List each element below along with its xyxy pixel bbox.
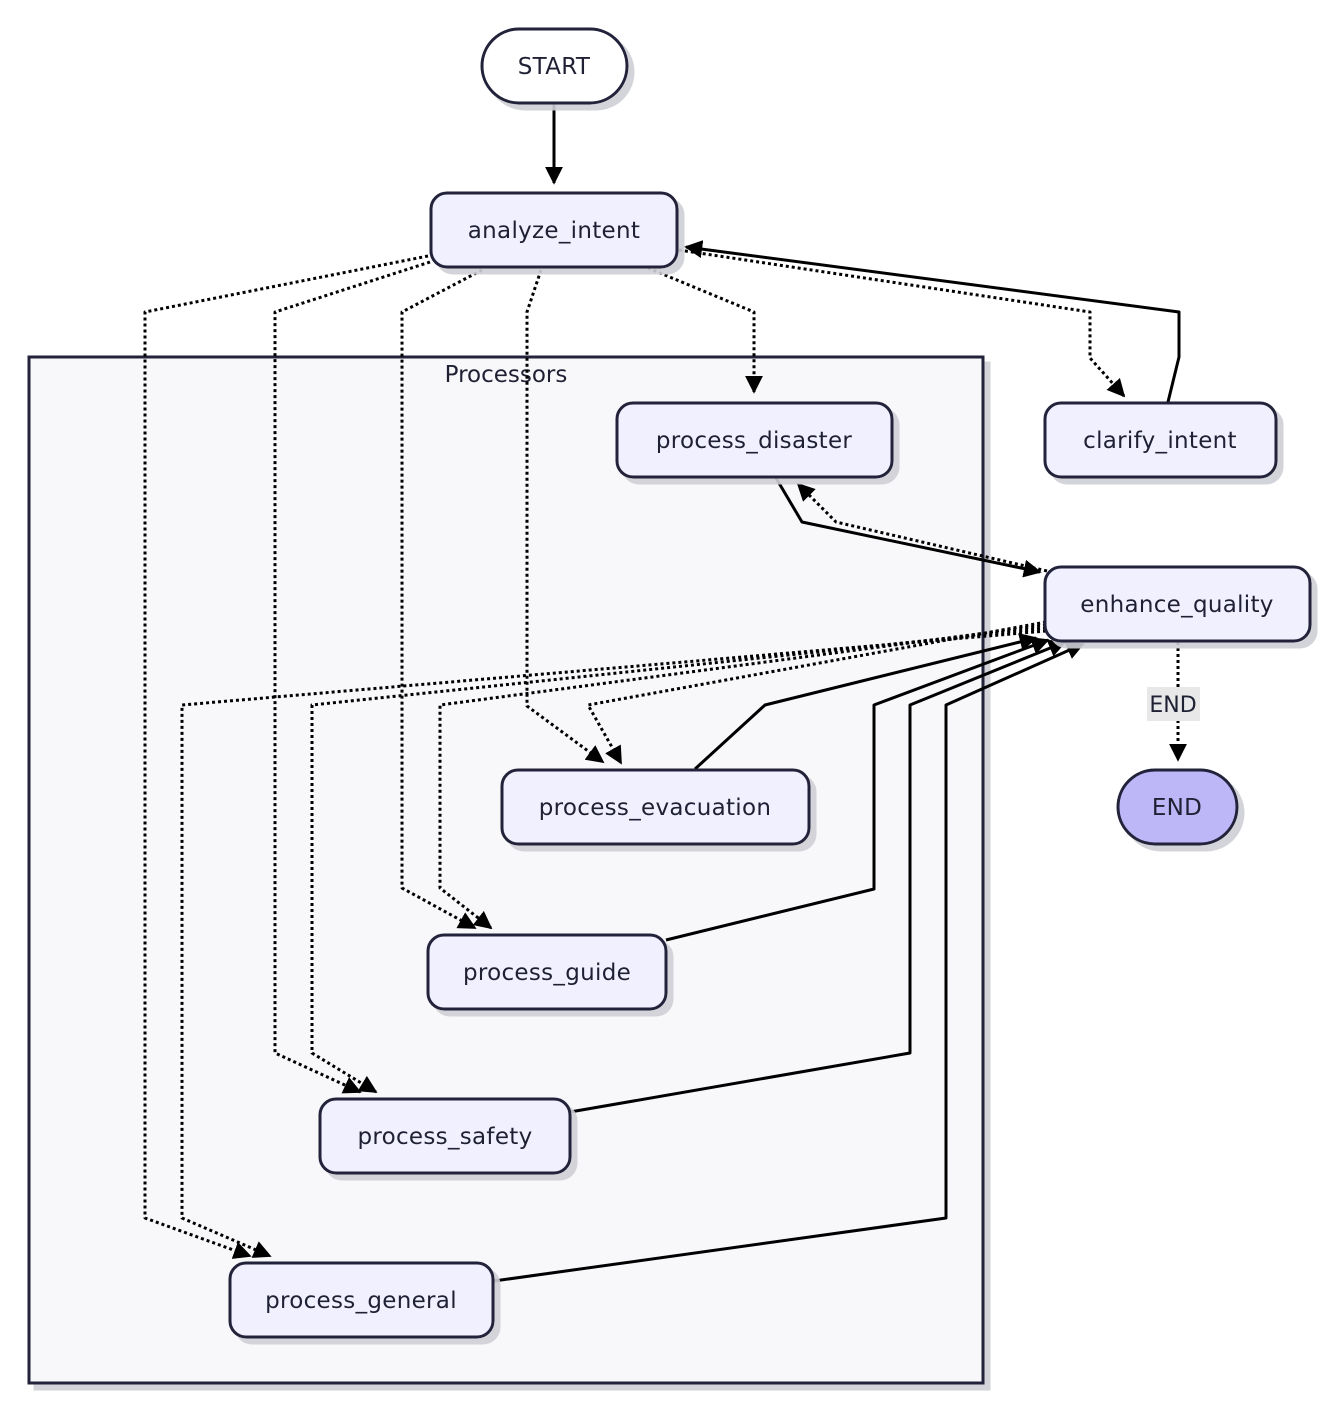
edges: END <box>143 104 1200 1283</box>
edge-enhance-guide <box>438 623 1047 930</box>
edge-safety-enhance <box>569 639 1067 1114</box>
edge-clarify-analyze <box>684 240 1181 403</box>
node-clarify-intent-label: clarify_intent <box>1083 428 1237 454</box>
edge-enhance-general <box>180 629 1047 1258</box>
node-process-safety[interactable]: process_safety <box>318 1097 572 1175</box>
edge-label-end-text: END <box>1149 693 1196 718</box>
edge-analyze-safety <box>273 260 431 1094</box>
edge-general-enhance <box>493 642 1085 1283</box>
node-end[interactable]: END <box>1116 768 1239 846</box>
node-start[interactable]: START <box>480 27 629 105</box>
node-process-disaster[interactable]: process_disaster <box>615 401 894 479</box>
node-process-safety-label: process_safety <box>357 1124 532 1150</box>
node-process-disaster-label: process_disaster <box>656 428 853 454</box>
edge-label-end: END <box>1147 687 1200 721</box>
node-enhance-quality-label: enhance_quality <box>1080 592 1273 618</box>
edge-disaster-enhance <box>774 477 1042 578</box>
node-analyze-intent[interactable]: analyze_intent <box>429 191 679 269</box>
node-start-label: START <box>518 54 591 80</box>
edge-analyze-general <box>143 254 429 1259</box>
edge-evacuation-enhance <box>693 633 1038 771</box>
edge-enhance-disaster <box>796 482 1048 573</box>
node-process-evacuation-label: process_evacuation <box>539 795 772 821</box>
node-process-evacuation[interactable]: process_evacuation <box>500 768 811 846</box>
edge-analyze-disaster <box>647 266 763 394</box>
node-analyze-intent-label: analyze_intent <box>468 218 640 244</box>
nodes: START analyze_intent process_disaster cl… <box>228 27 1312 1339</box>
processors-cluster: Processors <box>27 355 985 1385</box>
node-end-label: END <box>1152 795 1202 821</box>
node-enhance-quality[interactable]: enhance_quality <box>1043 565 1312 643</box>
cluster-label: Processors <box>445 362 568 388</box>
edge-analyze-evacuation <box>525 269 605 764</box>
node-process-general[interactable]: process_general <box>228 1261 495 1339</box>
node-clarify-intent[interactable]: clarify_intent <box>1043 401 1278 479</box>
edge-guide-enhance <box>665 637 1050 942</box>
node-process-general-label: process_general <box>265 1288 457 1314</box>
node-process-guide-label: process_guide <box>463 960 631 986</box>
node-process-guide[interactable]: process_guide <box>426 933 668 1011</box>
edge-analyze-guide <box>400 268 483 930</box>
edge-enhance-safety <box>310 626 1047 1094</box>
edge-analyze-clarify <box>678 248 1126 398</box>
